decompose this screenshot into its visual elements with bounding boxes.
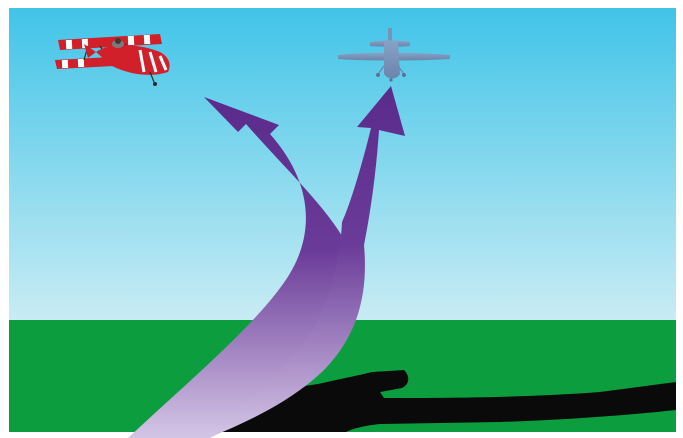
scene-canvas (0, 0, 683, 438)
flight-path-illustration (0, 0, 683, 438)
